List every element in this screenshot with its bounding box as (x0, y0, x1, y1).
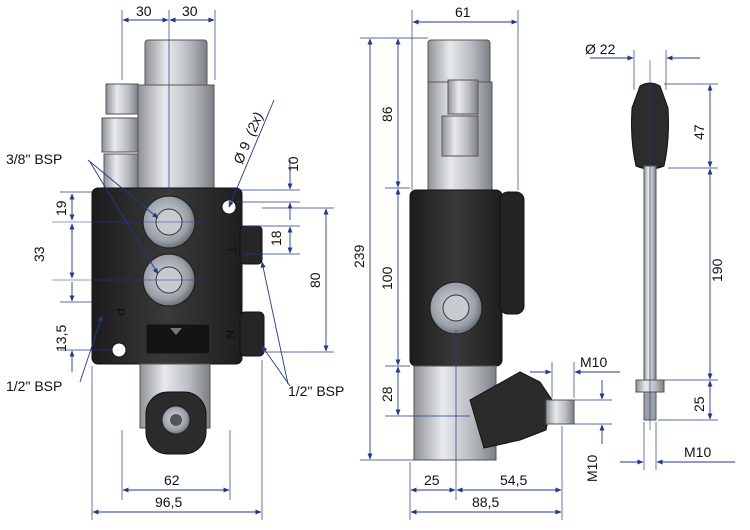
dim-lever-190-label: 190 (709, 258, 725, 282)
front-hex-nut-top (105, 83, 139, 115)
callout-front-bsp-1-2-right: 1/2" BSP (288, 383, 344, 399)
dim-lever-25-label: 25 (691, 396, 707, 412)
front-engraving-p: P (113, 308, 127, 316)
dim-side-86-label: 86 (379, 106, 395, 122)
dim-side-25-label: 25 (424, 472, 440, 488)
side-hex-nut-top (447, 79, 479, 115)
callout-front-bsp-1-2-left-leader (79, 315, 103, 383)
front-mount-hole-bottom (111, 342, 127, 358)
side-view: 61 239 86 100 28 M10 M10 25 (351, 4, 620, 520)
dim-front-80-label: 80 (307, 272, 323, 288)
front-right-boss-lower (239, 311, 265, 357)
dim-lever-dia22-label: Ø 22 (585, 41, 616, 57)
side-hex-nut-low (441, 115, 479, 157)
dim-side-28-label: 28 (379, 386, 395, 402)
dim-side-54-5-label: 54,5 (500, 472, 527, 488)
dim-side-100-label: 100 (379, 266, 395, 290)
dim-front-13-5-label: 13,5 (53, 325, 69, 352)
callout-front-bsp-1-2-right-leader-1 (260, 261, 289, 385)
front-label-plate (145, 323, 211, 355)
front-spool-cap (144, 39, 208, 89)
side-lever-stub (545, 399, 575, 425)
front-engraving-t: T (225, 246, 239, 254)
dim-front-30-right-label: 30 (182, 3, 198, 19)
dim-front-96-5-label: 96,5 (155, 494, 182, 510)
front-right-boss-upper (239, 225, 263, 265)
dim-front-30-left-label: 30 (136, 3, 152, 19)
front-spool-housing (137, 84, 215, 191)
front-banjo-bolt-center (170, 414, 182, 426)
dim-lever-47-label: 47 (691, 124, 707, 140)
side-port-inner (442, 294, 470, 322)
dim-side-m10-vert-label: M10 (584, 455, 600, 482)
dim-side-239-label: 239 (351, 244, 367, 268)
callout-front-bsp-3-8-leader (87, 159, 159, 219)
callout-front-bsp-1-2-left: 1/2" BSP (6, 378, 62, 394)
front-view: P T N 30 30 Ø 9 (2x) 10 19 (6, 3, 344, 520)
callout-front-bsp-1-2-right-leader-2 (261, 345, 291, 387)
dim-side-m10-top-label: M10 (580, 354, 607, 370)
front-label-triangle-icon (170, 328, 182, 335)
side-right-boss (499, 191, 525, 315)
dim-front-33-label: 33 (31, 246, 47, 262)
dim-lever-m10-label: M10 (684, 444, 711, 460)
dim-front-dia9-label: Ø 9 (2x) (230, 110, 266, 167)
dim-front-62-label: 62 (164, 472, 180, 488)
dim-side-61-label: 61 (455, 4, 471, 20)
front-hex-nut-mid (101, 117, 139, 153)
side-spool-cap (427, 39, 491, 86)
dim-side-88-5-label: 88,5 (472, 494, 499, 510)
dim-front-18-label: 18 (268, 230, 284, 246)
callout-front-bsp-3-8: 3/8" BSP (6, 151, 62, 167)
dim-front-dia9-leader (228, 99, 275, 208)
front-engraving-n: N (223, 330, 237, 339)
lever-view: Ø 22 47 190 25 M10 (585, 41, 735, 470)
dim-front-19-label: 19 (53, 200, 69, 216)
front-hex-nut-low (103, 153, 139, 191)
dim-front-10-label: 10 (285, 156, 301, 172)
